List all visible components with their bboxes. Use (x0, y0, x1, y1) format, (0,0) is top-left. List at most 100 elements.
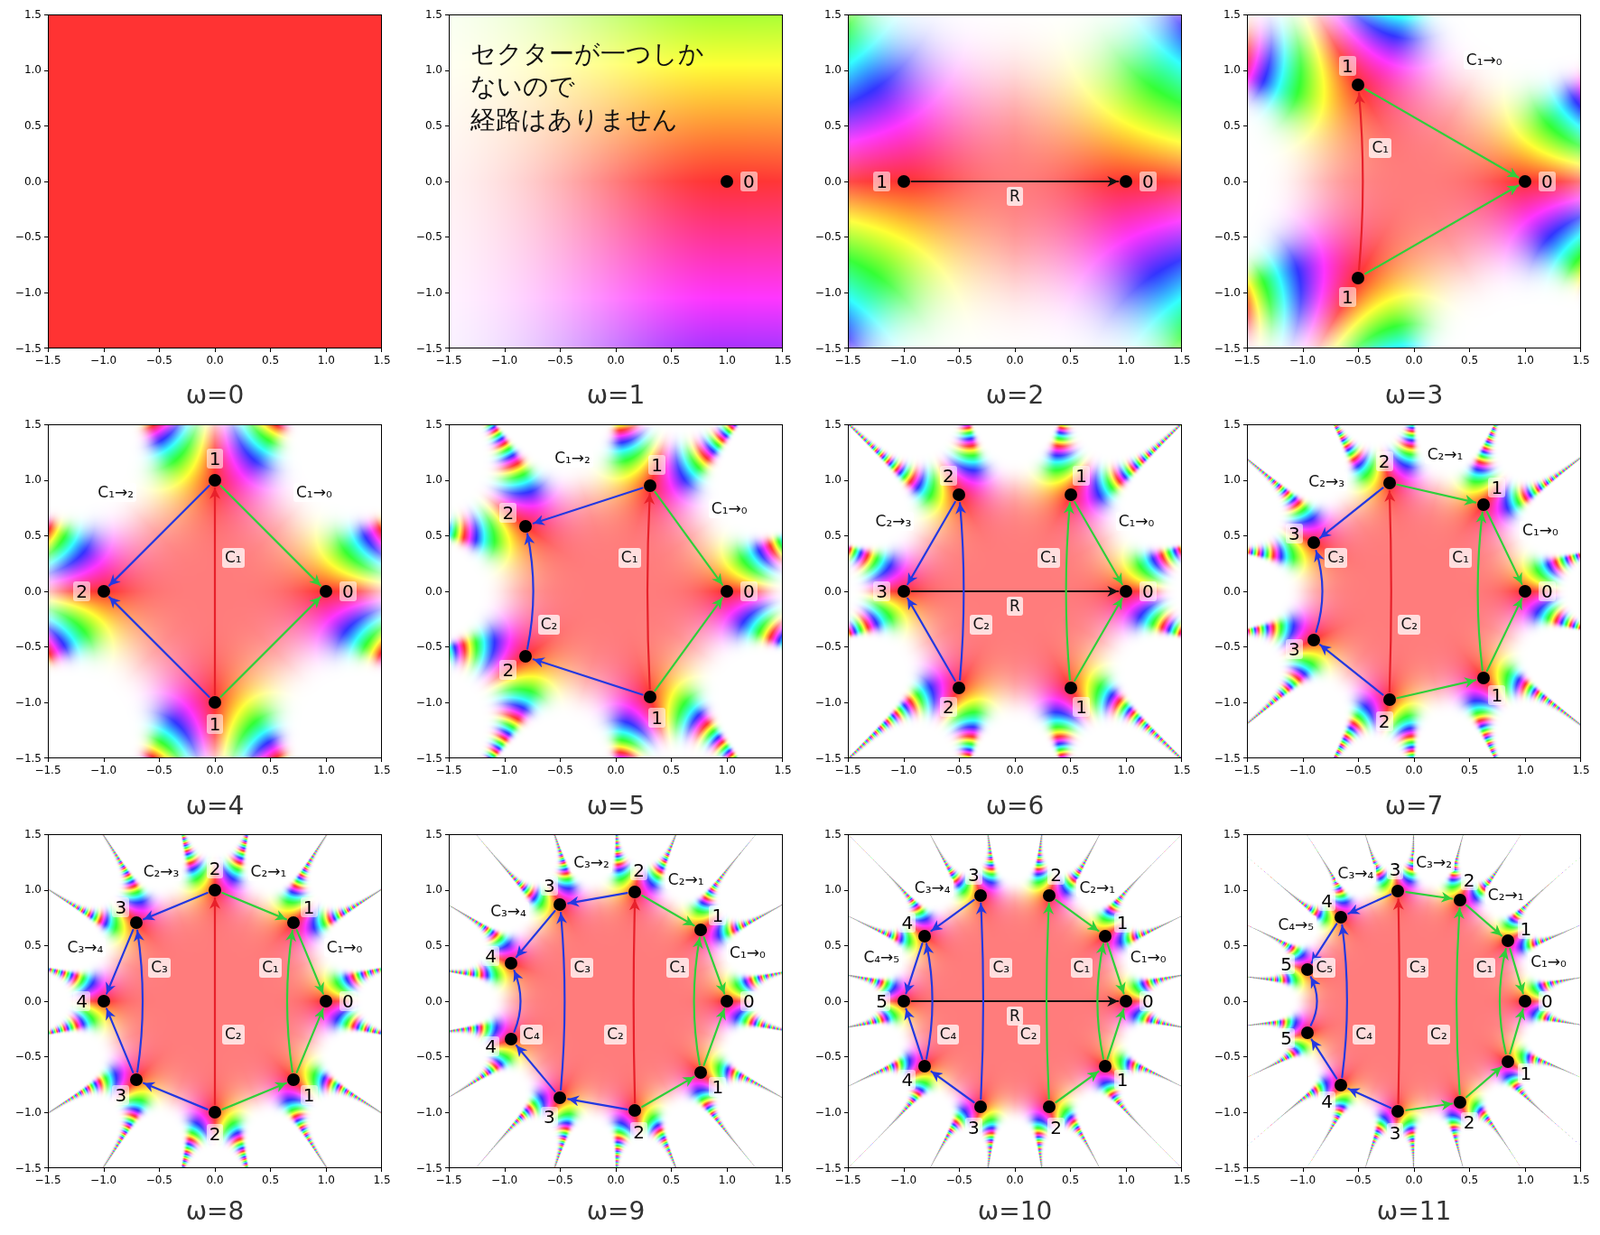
tick-mark (844, 424, 848, 426)
tick-label: 1.0 (1516, 1173, 1535, 1187)
path-arrow (516, 1045, 556, 1092)
path-label: C₁ (259, 958, 282, 977)
path-label: C₂→₁ (1424, 445, 1467, 465)
root-index: 3 (111, 897, 130, 918)
tick-label: 0.5 (425, 939, 443, 952)
path-arrow (109, 596, 210, 698)
root-index: 0 (740, 171, 758, 192)
tick-mark (1302, 348, 1304, 353)
tick-label: 1.5 (773, 763, 791, 777)
path-arrow (647, 493, 651, 690)
root-dot: 1 (208, 474, 222, 487)
path-arrow (1405, 1103, 1452, 1110)
path-arrow (106, 930, 133, 995)
tick-mark (1302, 758, 1304, 763)
tick-label: 1.5 (1223, 418, 1241, 431)
tick-label: −0.5 (946, 1173, 973, 1187)
tick-label: −1.5 (834, 1173, 861, 1187)
plot-caption: ω=1 (586, 380, 646, 411)
tick-label: −1.5 (15, 342, 42, 355)
tick-mark (615, 1168, 617, 1173)
path-arrow (1398, 899, 1400, 1104)
tick-label: −1.0 (90, 763, 117, 777)
path-label: R (1006, 1006, 1024, 1026)
tick-label: 0.0 (24, 175, 42, 188)
tick-mark (844, 292, 848, 294)
path-arrow (905, 943, 922, 994)
axes-frame (848, 835, 1182, 1169)
axes-frame (449, 425, 783, 759)
path-label: C₁→₀ (1127, 948, 1170, 968)
tick-label: −0.5 (547, 353, 574, 367)
tick-label: 1.0 (718, 1173, 736, 1187)
tick-mark (448, 348, 450, 353)
root-index: 1 (1339, 287, 1357, 307)
path-label: C₅ (1312, 958, 1336, 977)
tick-mark (844, 591, 848, 593)
tick-label: 0.0 (1223, 175, 1241, 188)
path-label: C₁→₂ (94, 483, 137, 503)
path-arrow (1487, 598, 1523, 671)
path-arrow (1074, 502, 1123, 585)
tick-label: 1.0 (718, 353, 736, 367)
tick-mark (726, 348, 728, 353)
tick-label: −1.0 (815, 1106, 842, 1119)
tick-label: 0.5 (1460, 353, 1479, 367)
plot-caption: ω=8 (186, 1196, 245, 1228)
path-arrow (1074, 598, 1123, 681)
path-arrow (297, 930, 324, 995)
tick-label: 1.0 (718, 763, 736, 777)
axes-frame (449, 835, 783, 1169)
tick-label: 1.0 (317, 353, 335, 367)
root-dot: 1 (1501, 934, 1515, 948)
tick-label: 0.5 (425, 529, 443, 542)
path-arrow (1066, 502, 1070, 680)
tick-label: −0.5 (146, 763, 173, 777)
tick-label: 1.0 (1117, 763, 1135, 777)
tick-mark (958, 1168, 960, 1173)
path-arrow (567, 893, 627, 904)
path-label: C₁→₀ (324, 938, 366, 958)
path-label: C₄→₅ (860, 948, 903, 968)
tick-label: 1.0 (24, 883, 42, 896)
tick-mark (44, 14, 48, 16)
path-arrow (907, 502, 956, 585)
root-index: 3 (111, 1085, 130, 1106)
tick-mark (44, 480, 48, 482)
tick-label: −1.0 (1214, 286, 1241, 299)
path-arrow (1509, 1009, 1524, 1054)
root-dot: 1 (897, 175, 911, 188)
tick-mark (1243, 591, 1247, 593)
path-arrow (959, 502, 964, 680)
path-arrow (633, 900, 635, 1104)
path-label: C₂ (1427, 1024, 1451, 1044)
tick-label: −1.5 (834, 763, 861, 777)
tick-mark (1243, 535, 1247, 537)
path-label: C₁ (1037, 548, 1061, 568)
root-index: 1 (206, 448, 224, 469)
tick-mark (1469, 758, 1470, 763)
path-label: C₃ (148, 958, 171, 977)
root-dot: 3 (130, 916, 143, 930)
tick-mark (44, 125, 48, 127)
tick-mark (1243, 480, 1247, 482)
root-dot: 4 (1334, 911, 1348, 924)
tick-label: 1.5 (1172, 353, 1191, 367)
path-arrow (213, 488, 216, 696)
path-label: C₂→₃ (1305, 472, 1348, 492)
axes-frame (1247, 835, 1582, 1169)
root-index: 1 (300, 897, 318, 918)
root-index: 4 (898, 912, 916, 933)
tick-mark (1525, 348, 1526, 353)
path-arrow (930, 1071, 974, 1103)
tick-label: 0.0 (824, 175, 842, 188)
tick-label: 0.5 (662, 1173, 680, 1187)
tick-mark (844, 890, 848, 892)
plot-caption: ω=5 (586, 790, 646, 822)
tick-label: 0.5 (1223, 529, 1241, 542)
plot-caption: ω=6 (986, 790, 1045, 822)
path-arrow (222, 893, 287, 920)
path-label: C₃→₂ (1413, 853, 1455, 873)
root-index: 0 (339, 991, 357, 1012)
